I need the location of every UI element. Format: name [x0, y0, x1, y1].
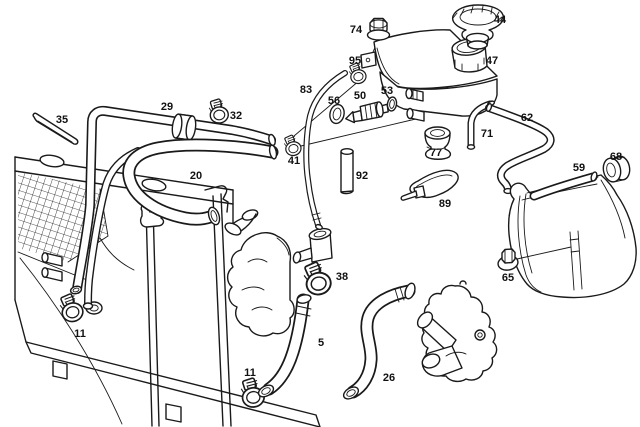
part-label-92-tube: 92	[355, 170, 369, 182]
part-label-89-cable-tie: 89	[438, 198, 452, 210]
part-label-11-hose-clamp-center: 11	[244, 367, 256, 379]
part-label-83-vent-hose: 83	[299, 84, 313, 96]
part-label-77-grommet: 77	[429, 147, 443, 159]
thermostat-housing-drawing	[224, 209, 295, 337]
vent-hose-83	[303, 70, 348, 231]
lower-hose-drawing	[82, 147, 142, 310]
radiator-hose-20	[122, 138, 279, 226]
part-label-50-valve: 50	[353, 90, 367, 102]
grommet-68	[602, 155, 631, 183]
part-label-62-hose: 62	[520, 112, 534, 124]
seal-ring-53	[386, 96, 398, 112]
part-label-68-grommet: 68	[609, 151, 623, 163]
water-pump-drawing	[416, 280, 498, 383]
grommet-77	[424, 126, 452, 160]
part-label-71-pipe: 71	[480, 128, 494, 140]
nut-65	[497, 246, 572, 271]
part-label-35-trim-strip: 35	[55, 114, 69, 126]
valve-50	[345, 101, 389, 124]
hose-clamp-41	[282, 132, 304, 158]
tank-cap-44	[451, 4, 505, 50]
part-label-32-hose-clamp: 32	[229, 110, 243, 122]
trim-strip-35	[32, 112, 79, 145]
fitting-38	[292, 227, 335, 298]
part-label-29-vent-hose: 29	[160, 101, 174, 113]
part-label-26-hose: 26	[382, 372, 396, 384]
overflow-reservoir-drawing	[497, 155, 637, 299]
part-label-41-hose-clamp: 41	[287, 155, 301, 167]
hose-clamp-11-left	[57, 290, 86, 325]
part-label-47-expansion-tank: 47	[485, 55, 499, 67]
hose-26	[342, 282, 416, 400]
part-label-44-tank-cap: 44	[493, 14, 507, 26]
hose-5	[257, 293, 312, 398]
seal-ring-56	[329, 103, 345, 125]
part-label-11-hose-clamp-left: 11	[74, 328, 86, 340]
cable-tie-89	[400, 169, 459, 201]
part-label-56-seal-ring: 56	[327, 95, 341, 107]
hose-clamp-32	[207, 97, 231, 125]
part-label-65-nut: 65	[501, 272, 515, 284]
hose-62	[485, 102, 555, 195]
part-label-53-seal-ring: 53	[380, 85, 394, 97]
part-label-74-nut: 74	[349, 24, 363, 36]
part-label-95-hose-clamp: 95	[348, 55, 362, 67]
part-label-38-fitting-clamp: 38	[335, 271, 349, 283]
nut-74	[366, 17, 391, 41]
expansion-tank-drawing	[360, 4, 505, 122]
part-label-5-hose: 5	[317, 337, 325, 349]
tube-92	[340, 147, 354, 195]
part-label-20-radiator-hose: 20	[189, 170, 203, 182]
part-label-59-pipe: 59	[572, 162, 586, 174]
